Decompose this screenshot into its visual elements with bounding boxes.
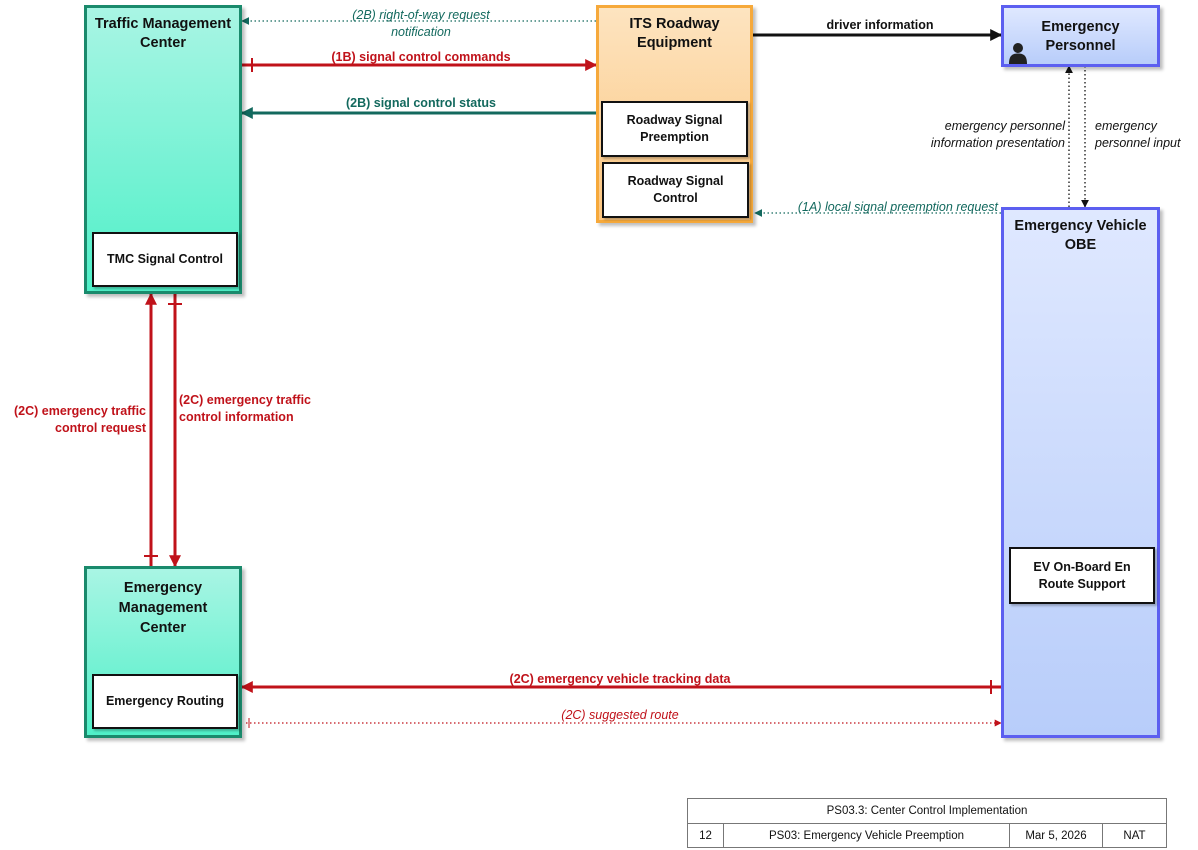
sub-roadway-signal-preemption: Roadway Signal Preemption [601, 101, 748, 157]
label-right-of-way-notification: (2B) right-of-way request notification [352, 8, 490, 39]
label-ep-information-presentation: emergency personnel information presenta… [930, 119, 1065, 150]
label-local-signal-preemption-request: (1A) local signal preemption request [797, 200, 998, 214]
person-icon [1009, 43, 1027, 64]
label-ep-input: emergency personnel input [1095, 119, 1181, 150]
title-block-package: PS03: Emergency Vehicle Preemption [724, 824, 1010, 848]
node-title: ITS Roadway Equipment [629, 16, 720, 51]
node-emergency-management-center: Emergency Management Center Emergency Ro… [84, 566, 242, 738]
node-title: Emergency Vehicle OBE [1014, 218, 1147, 253]
title-block: PS03.3: Center Control Implementation 12… [687, 798, 1167, 848]
node-title: Emergency Personnel [1041, 19, 1120, 54]
node-emergency-personnel: Emergency Personnel [1001, 5, 1160, 67]
label-suggested-route: (2C) suggested route [561, 708, 679, 722]
sub-emergency-routing: Emergency Routing [92, 674, 238, 729]
label-emergency-vehicle-tracking-data: (2C) emergency vehicle tracking data [509, 672, 731, 686]
node-title: Traffic Management Center [94, 16, 232, 51]
node-emergency-vehicle-obe: Emergency Vehicle OBE EV On-Board En Rou… [1001, 207, 1160, 738]
label-emergency-traffic-control-information: (2C) emergency traffic control informati… [179, 393, 311, 424]
title-block-title: PS03.3: Center Control Implementation [688, 799, 1166, 824]
label-driver-information: driver information [826, 18, 934, 32]
label-signal-control-commands: (1B) signal control commands [331, 50, 511, 64]
label-signal-control-status: (2B) signal control status [345, 96, 497, 110]
label-emergency-traffic-control-request: (2C) emergency traffic control request [14, 404, 146, 435]
title-block-scope: NAT [1123, 830, 1146, 842]
title-block-date: Mar 5, 2026 [1010, 824, 1103, 848]
node-title: Emergency Management Center [118, 580, 208, 636]
sub-tmc-signal-control: TMC Signal Control [92, 232, 238, 287]
node-traffic-management-center: Traffic Management Center TMC Signal Con… [84, 5, 242, 294]
sub-roadway-signal-control: Roadway Signal Control [602, 162, 749, 218]
title-block-page: 12 [688, 824, 724, 848]
sub-ev-on-board-en-route-support: EV On-Board En Route Support [1009, 547, 1155, 604]
node-its-roadway-equipment: ITS Roadway Equipment Roadway Signal Pre… [596, 5, 753, 223]
